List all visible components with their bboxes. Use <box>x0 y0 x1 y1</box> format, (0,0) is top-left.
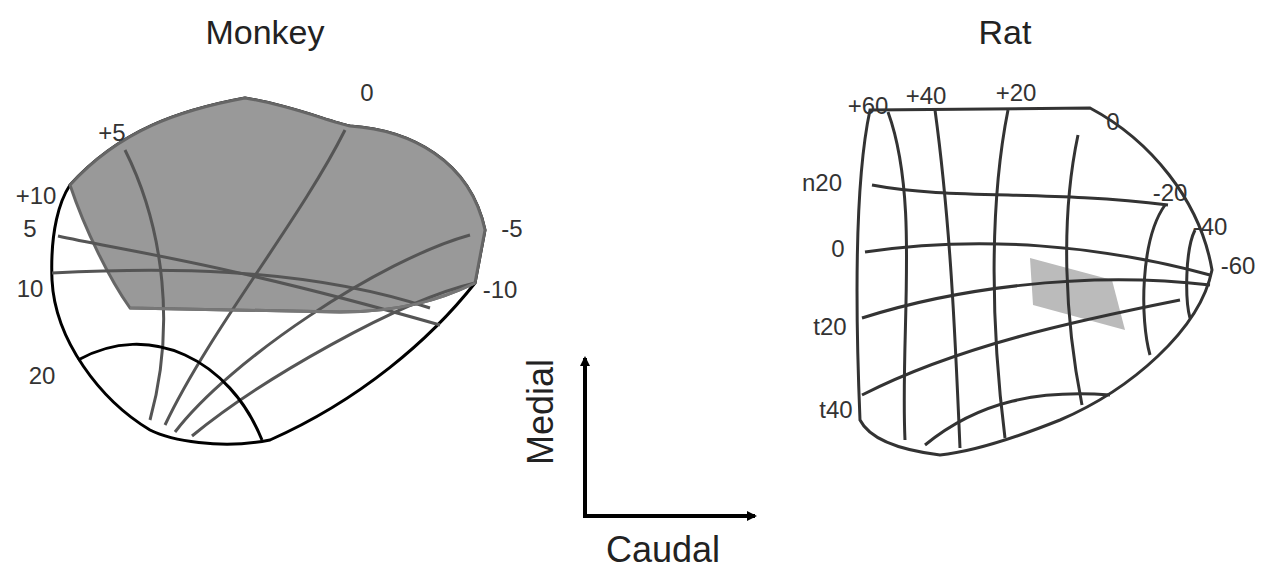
field-coordinate: +60 <box>848 94 889 118</box>
field-coordinate: 5 <box>23 217 36 241</box>
rat-map <box>857 108 1212 455</box>
field-coordinate: +20 <box>996 81 1037 105</box>
field-coordinate: t20 <box>813 315 846 339</box>
monkey-map <box>52 98 485 444</box>
field-coordinate: 20 <box>29 364 56 388</box>
field-coordinate: -10 <box>483 278 518 302</box>
field-coordinate: -40 <box>1193 215 1228 239</box>
field-coordinate: 10 <box>17 277 44 301</box>
field-coordinate: +10 <box>16 184 57 208</box>
field-coordinate: -5 <box>501 217 522 241</box>
field-coordinate: t40 <box>819 398 852 422</box>
field-coordinate: 0 <box>1106 110 1119 134</box>
field-coordinate: +5 <box>98 121 125 145</box>
field-coordinate: n20 <box>802 171 842 195</box>
field-coordinate: -20 <box>1153 181 1188 205</box>
field-coordinate: 0 <box>360 81 373 105</box>
axis-label: Caudal <box>606 532 720 568</box>
field-coordinate: 0 <box>831 237 844 261</box>
panel-title: Monkey <box>205 15 324 49</box>
panel-title: Rat <box>979 15 1032 49</box>
field-coordinate: +40 <box>906 84 947 108</box>
orientation-arrows <box>583 358 755 516</box>
axis-label: Medial <box>523 359 559 465</box>
field-coordinate: -60 <box>1221 254 1256 278</box>
